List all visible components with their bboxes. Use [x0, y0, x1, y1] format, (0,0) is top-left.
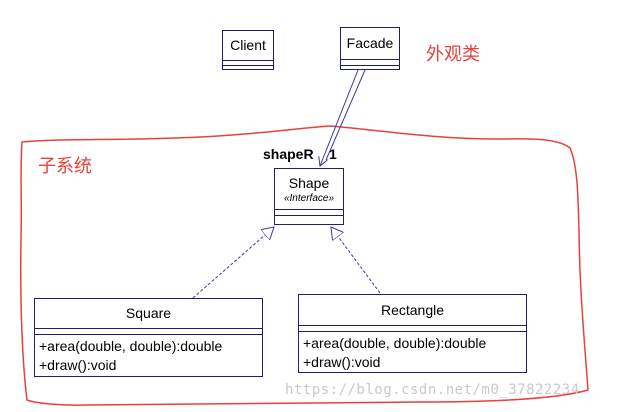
association-line-2	[325, 69, 366, 161]
shape-interface-name: Shape	[288, 175, 330, 191]
watermark-text: https://blog.csdn.net/m0_37822234	[285, 382, 580, 398]
subsystem-annotation: 子系统	[38, 156, 92, 177]
realization-square	[192, 227, 274, 299]
square-class-name: Square	[125, 305, 172, 321]
rectangle-operations: +area(double, double):double +draw():voi…	[299, 331, 526, 374]
rectangle-class[interactable]: Rectangle +area(double, double):double +…	[298, 294, 527, 373]
association-multiplicity: 1	[329, 146, 337, 162]
association-role: shapeR	[263, 146, 314, 162]
square-op-area: +area(double, double):double	[39, 338, 223, 354]
client-class-name: Client	[230, 37, 266, 53]
rectangle-class-name: Rectangle	[380, 302, 445, 318]
square-op-draw: +draw():void	[39, 357, 117, 373]
square-class[interactable]: Square +area(double, double):double +dra…	[34, 298, 263, 377]
association-line-1	[320, 69, 359, 166]
facade-class[interactable]: Facade	[340, 27, 400, 70]
shape-interface[interactable]: Shape «Interface»	[274, 168, 344, 225]
rectangle-op-draw: +draw():void	[303, 354, 381, 370]
facade-class-name: Facade	[346, 35, 394, 51]
square-operations: +area(double, double):double +draw():voi…	[35, 334, 262, 377]
shape-stereotype: «Interface»	[283, 193, 335, 204]
subsystem-boundary	[20, 125, 589, 406]
realization-rectangle	[331, 227, 381, 294]
facade-annotation: 外观类	[426, 44, 480, 65]
rectangle-op-area: +area(double, double):double	[303, 335, 487, 351]
client-class[interactable]: Client	[222, 30, 274, 70]
